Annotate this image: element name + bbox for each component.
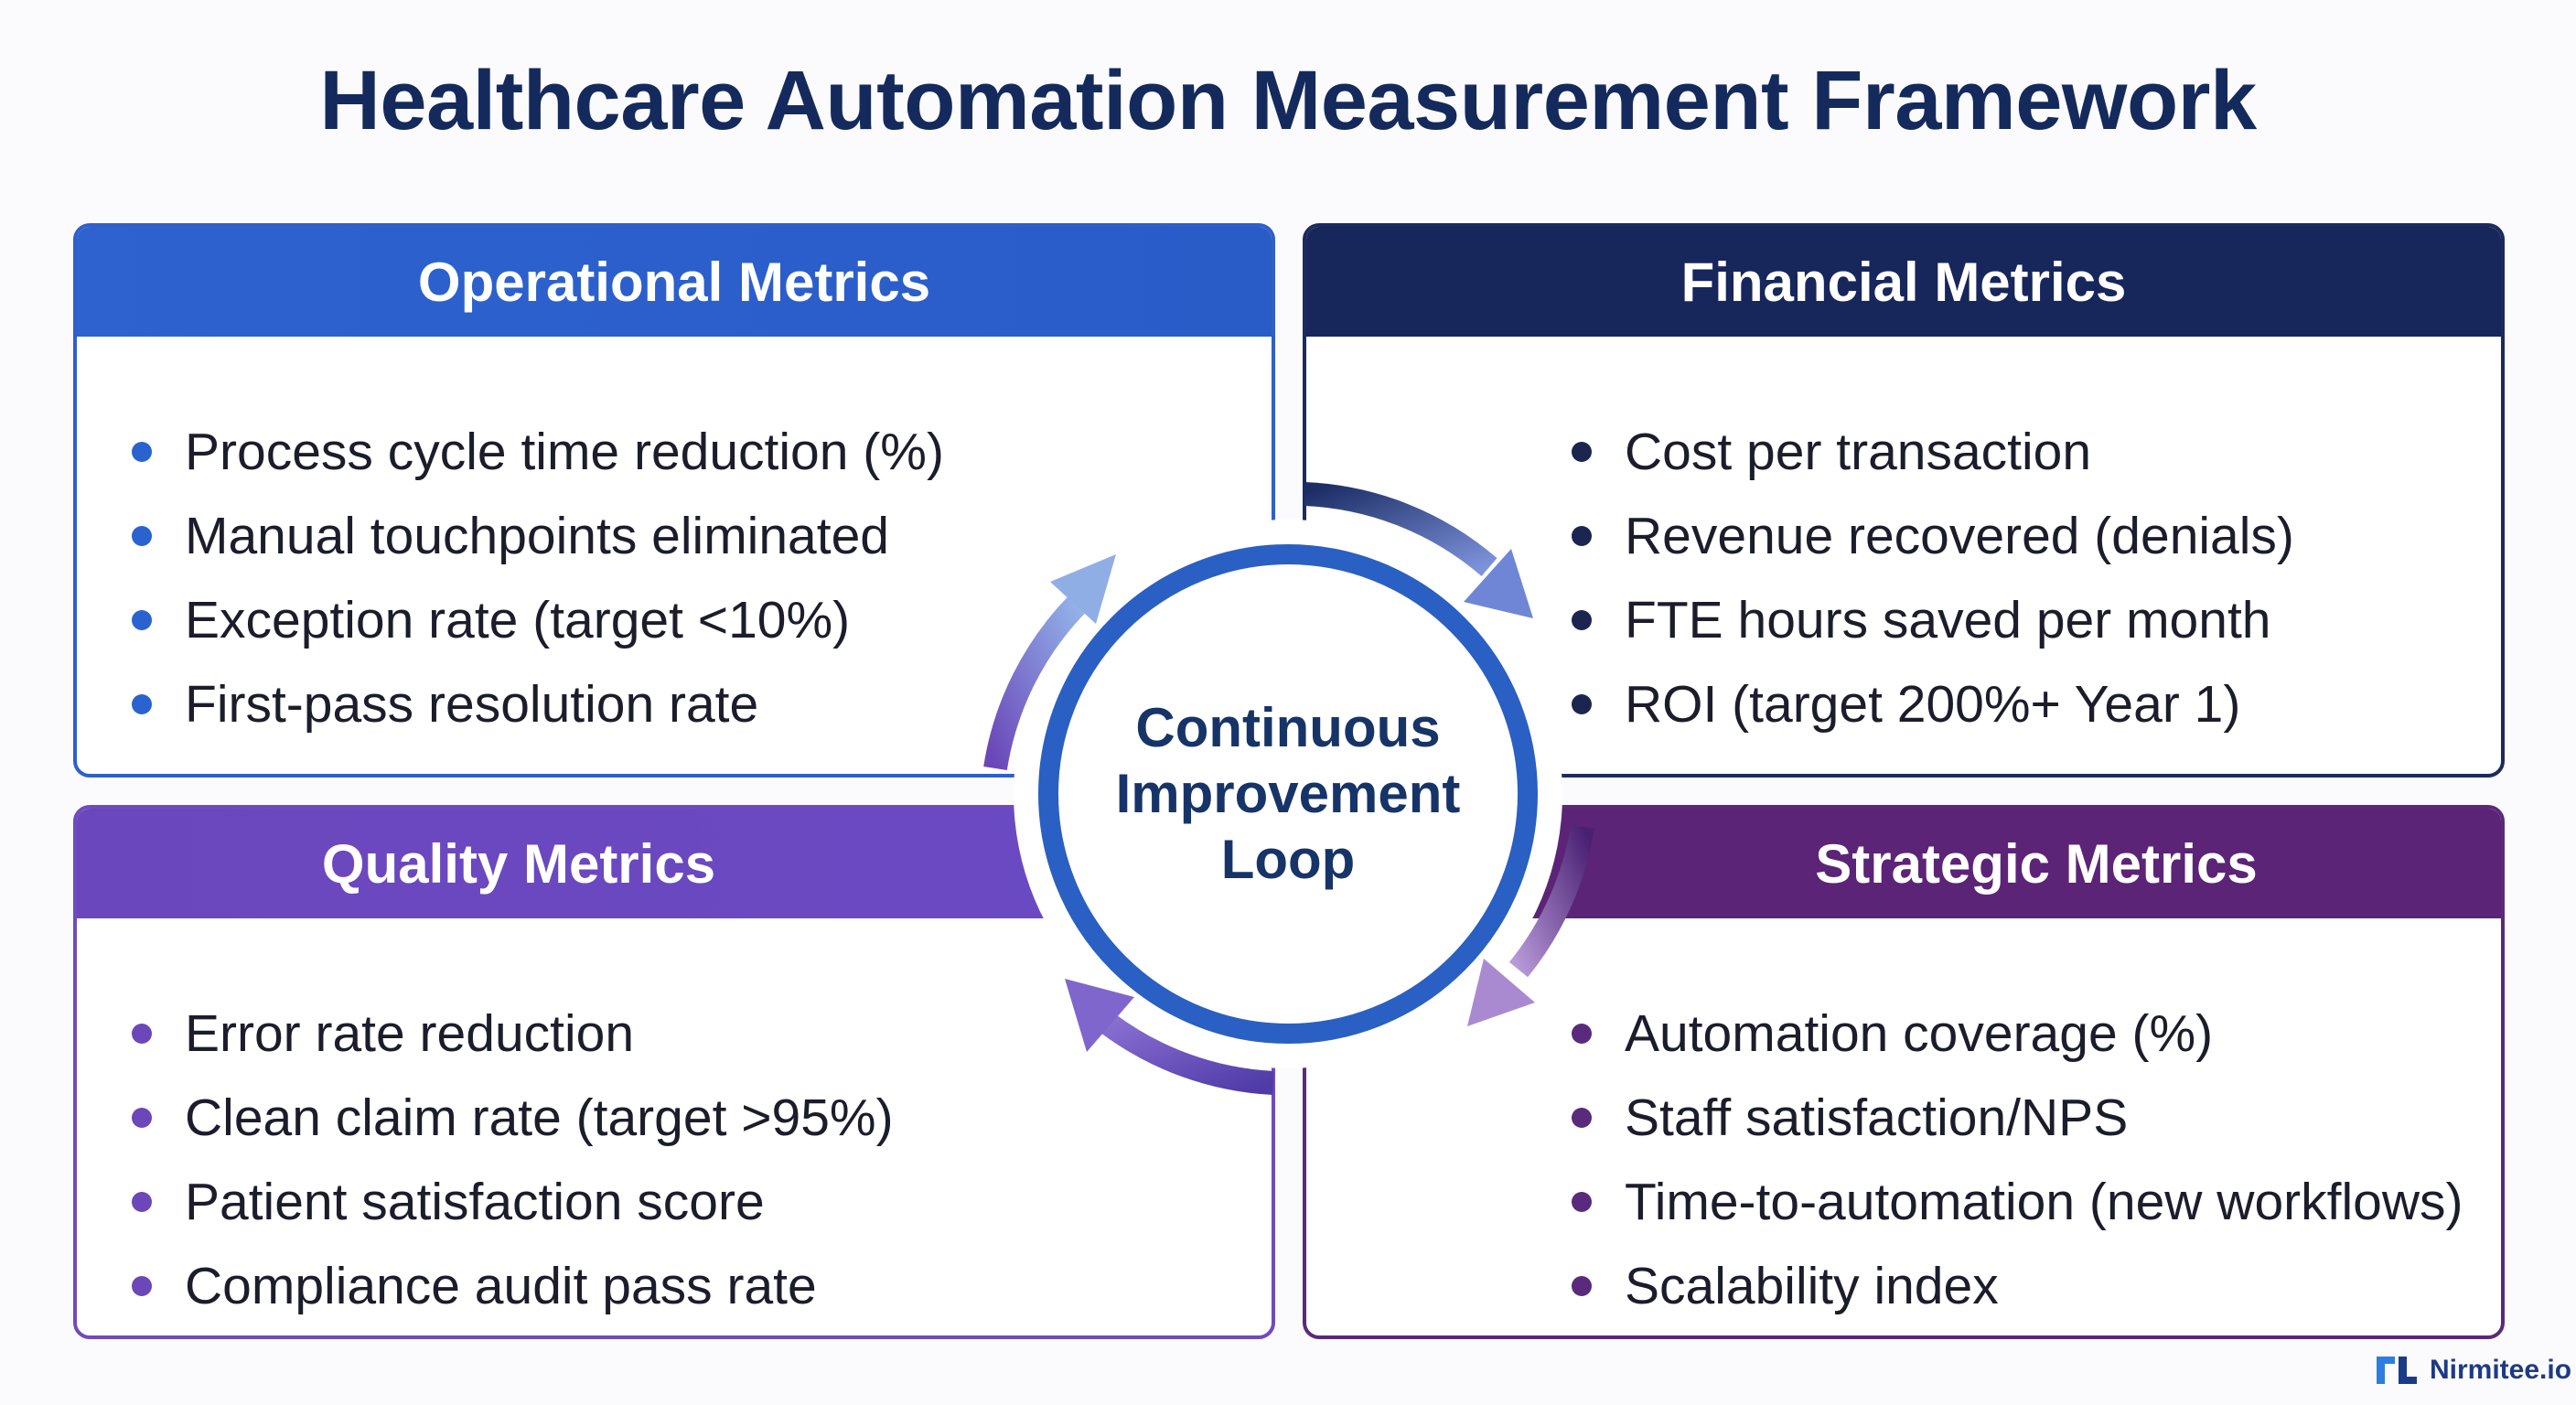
list-item: First-pass resolution rate [132, 662, 944, 746]
bullet-icon [132, 610, 152, 630]
arc-arrow-top-left [983, 554, 1116, 771]
nirmitee-logo: Nirmitee.io [2377, 1352, 2571, 1389]
bullet-icon [132, 1108, 152, 1128]
list-item: Cost per transaction [1572, 410, 2294, 494]
financial-metrics-title: Financial Metrics [1680, 251, 2127, 313]
bullet-icon [132, 694, 152, 714]
bullet-icon [1572, 526, 1592, 546]
list-item: Compliance audit pass rate [132, 1244, 894, 1328]
bullet-icon [132, 442, 152, 462]
list-item: Exception rate (target <10%) [132, 578, 944, 662]
list-item: Patient satisfaction score [132, 1160, 894, 1244]
list-item: Staff satisfaction/NPS [1572, 1076, 2463, 1160]
bullet-icon [132, 1192, 152, 1212]
financial-metrics-header: Financial Metrics [1306, 227, 2501, 337]
list-item: Error rate reduction [132, 992, 894, 1076]
list-item: Manual touchpoints eliminated [132, 494, 944, 578]
list-item: Time-to-automation (new workflows) [1572, 1160, 2463, 1244]
arc-arrow-top-right [1304, 482, 1533, 618]
nirmitee-logo-icon [2377, 1357, 2417, 1384]
bullet-icon [132, 1276, 152, 1296]
bullet-icon [132, 1024, 152, 1044]
arc-arrow-bottom-right [1467, 824, 1594, 1026]
list-item: FTE hours saved per month [1572, 578, 2294, 662]
continuous-improvement-loop-label: Continuous Improvement Loop [1115, 697, 1461, 890]
financial-metrics-panel: Financial Metrics Cost per transaction R… [1303, 223, 2505, 778]
operational-metrics-title: Operational Metrics [417, 251, 931, 313]
strategic-metrics-list: Automation coverage (%) Staff satisfacti… [1572, 992, 2463, 1328]
arc-arrow-bottom-left [1065, 979, 1274, 1095]
list-item: Clean claim rate (target >95%) [132, 1076, 894, 1160]
list-item: Revenue recovered (denials) [1572, 494, 2294, 578]
quality-metrics-title: Quality Metrics [321, 832, 716, 895]
page-title: Healthcare Automation Measurement Framew… [319, 54, 2257, 147]
bullet-icon [1572, 694, 1592, 714]
loop-ring [1038, 544, 1538, 1044]
bullet-icon [1572, 1024, 1592, 1044]
list-item: Automation coverage (%) [1572, 992, 2463, 1076]
bullet-icon [1572, 1276, 1592, 1296]
quality-metrics-list: Error rate reduction Clean claim rate (t… [132, 992, 894, 1328]
bullet-icon [1572, 442, 1592, 462]
operational-metrics-list: Process cycle time reduction (%) Manual … [132, 410, 944, 746]
list-item: Process cycle time reduction (%) [132, 410, 944, 494]
financial-metrics-list: Cost per transaction Revenue recovered (… [1572, 410, 2294, 746]
list-item: ROI (target 200%+ Year 1) [1572, 662, 2294, 746]
list-item: Scalability index [1572, 1244, 2463, 1328]
nirmitee-logo-text: Nirmitee.io [2430, 1355, 2572, 1385]
operational-metrics-header: Operational Metrics [77, 227, 1272, 337]
bullet-icon [1572, 1192, 1592, 1212]
strategic-metrics-title: Strategic Metrics [1815, 832, 2258, 895]
bullet-icon [1572, 1108, 1592, 1128]
operational-metrics-panel: Operational Metrics Process cycle time r… [73, 223, 1275, 778]
bullet-icon [132, 526, 152, 546]
bullet-icon [1572, 610, 1592, 630]
